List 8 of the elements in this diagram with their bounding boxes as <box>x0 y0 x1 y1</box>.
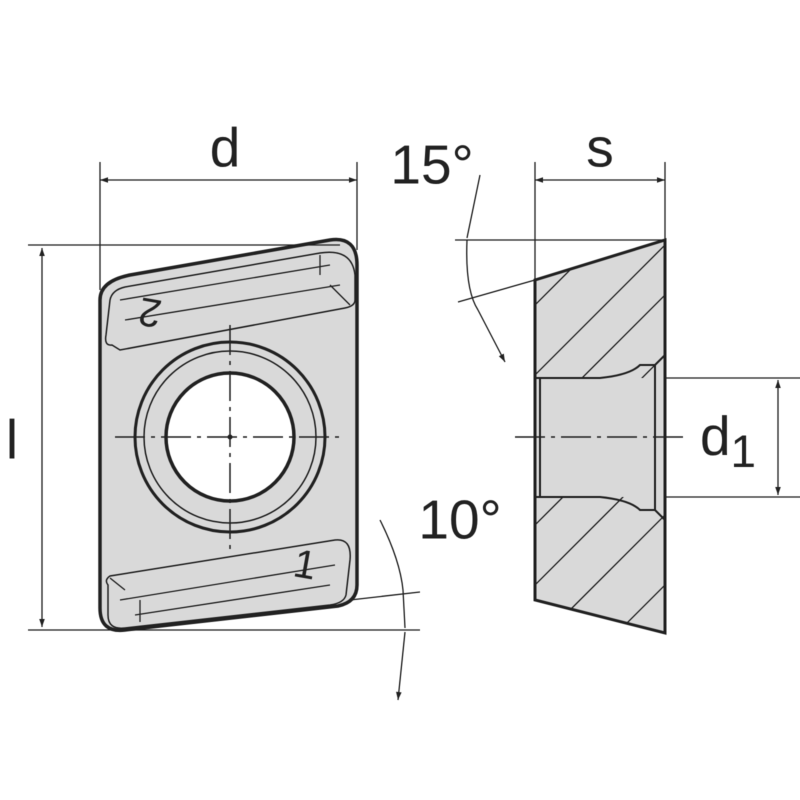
dimension-label: l <box>6 412 18 468</box>
corner-number: 1 <box>290 543 320 587</box>
angle-label: 10° <box>418 492 502 548</box>
angle-label: 15° <box>390 138 474 192</box>
dimension-label: d <box>210 120 240 176</box>
dimension-label: s <box>586 120 614 176</box>
corner-number: 2 <box>136 290 164 334</box>
dimension-label: d$_{1}$ <box>700 409 756 475</box>
